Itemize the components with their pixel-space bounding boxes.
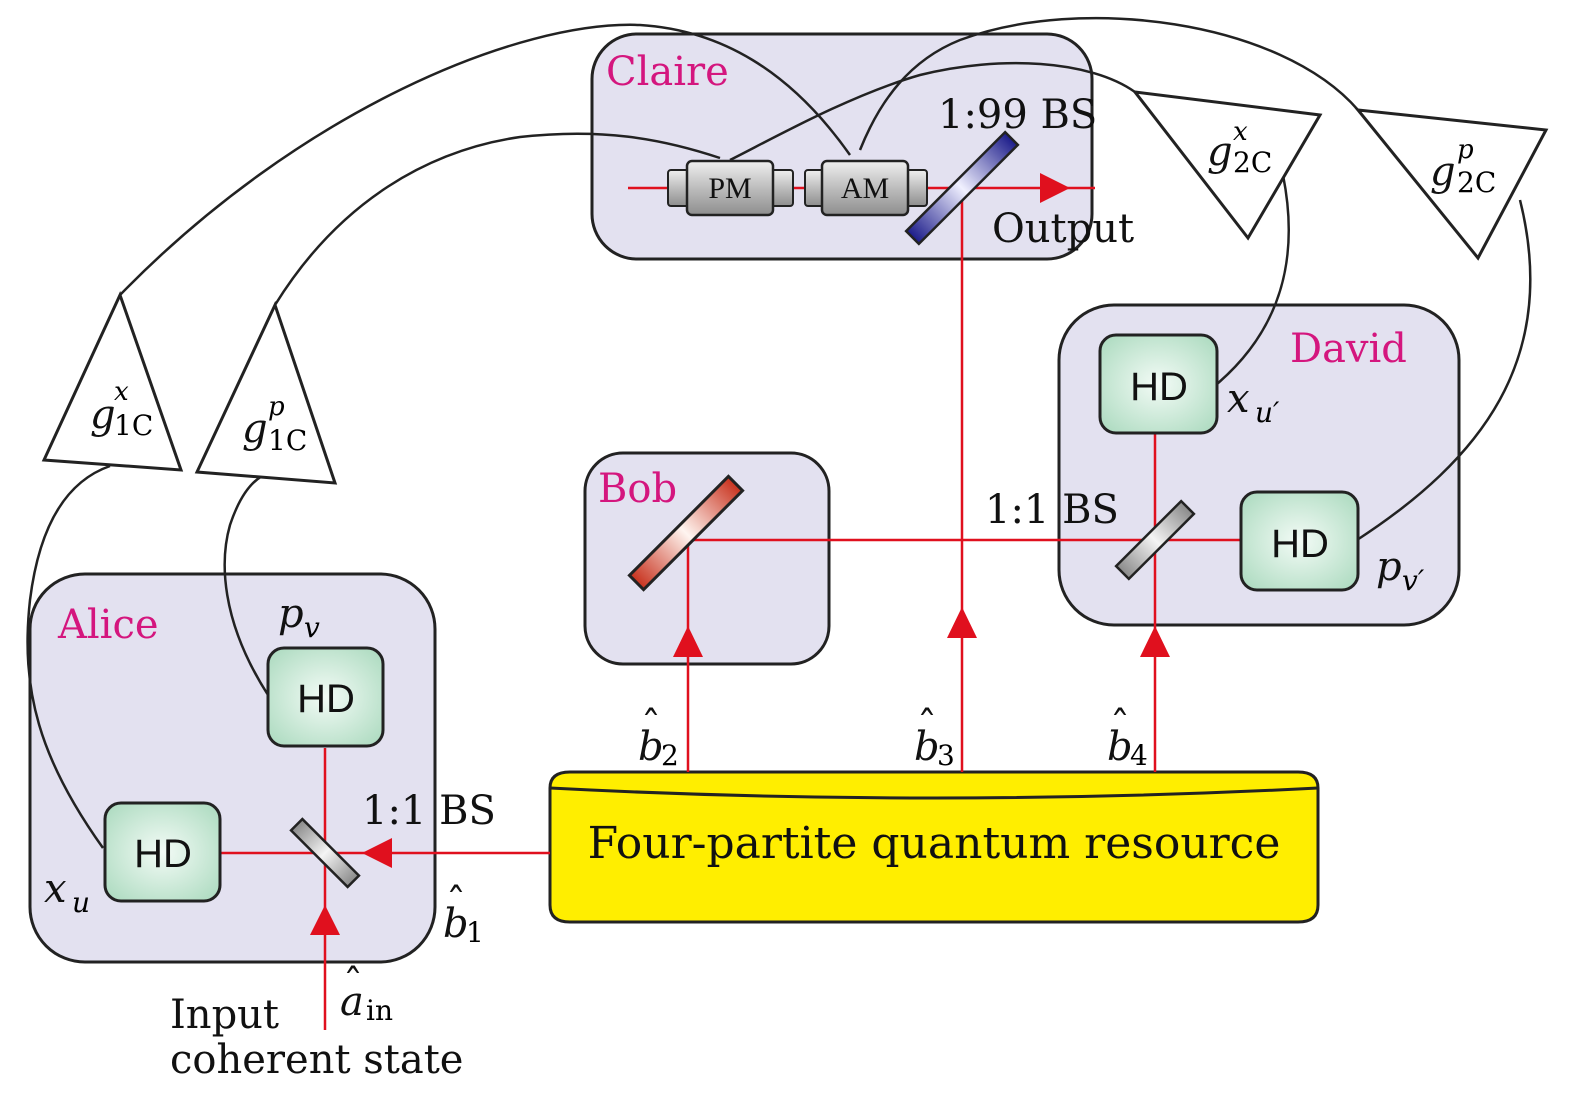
mode-b2: b ˆ 2 — [638, 704, 679, 772]
alice-hd-x: HD — [103, 801, 222, 903]
quad-x-u-sub: u — [72, 886, 90, 919]
gain-g2c-x: g x 2C — [1131, 90, 1323, 241]
david-hd-p-label: HD — [1271, 522, 1329, 566]
pm-label: PM — [708, 172, 751, 205]
mode-b3-symbol: b — [914, 724, 940, 770]
mode-b1-sub: 1 — [466, 916, 484, 949]
quad-p-v: p v — [278, 591, 320, 644]
gain-g1c-p: g p 1C — [194, 300, 338, 485]
gain-g1c-x-sup: x — [114, 377, 129, 407]
gain-g2c-p: g p 2C — [1354, 108, 1549, 261]
quad-p-v-sub: v — [304, 611, 320, 644]
david-hd-p: HD — [1239, 490, 1360, 592]
claire-bs-label: 1:99 BS — [938, 92, 1097, 138]
quad-x-u-symbol: x — [44, 866, 67, 912]
quad-x-u-prime-symbol: x — [1227, 376, 1250, 422]
beam-arrows — [310, 173, 1170, 935]
input-label-line1: Input — [170, 992, 279, 1038]
resource-label: Four-partite quantum resource — [588, 818, 1281, 869]
alice-hd-p-label: HD — [297, 677, 355, 721]
david-beamsplitter — [1114, 499, 1196, 581]
quad-x-u-prime: x u′ — [1227, 376, 1280, 429]
quad-x-u-prime-sub: u′ — [1255, 396, 1280, 429]
mode-b4: b ˆ 4 — [1107, 704, 1148, 772]
mode-b1: b ˆ 1 — [443, 881, 484, 949]
claire-beamsplitter — [904, 130, 1020, 246]
gain-g2c-x-sup: x — [1233, 117, 1248, 147]
bob-box — [583, 451, 831, 666]
input-label-line2: coherent state — [170, 1037, 463, 1083]
david-bs-label: 1:1 BS — [985, 487, 1119, 533]
mode-b2-symbol: b — [638, 724, 664, 770]
gain-g2c-p-sup: p — [1457, 135, 1474, 165]
feedforward-lines — [26, 16, 1532, 849]
gain-g2c-x-symbol: g — [1207, 129, 1233, 175]
alice-label: Alice — [57, 602, 159, 648]
david-hd-x: HD — [1098, 333, 1219, 435]
gain-g2c-p-symbol: g — [1430, 149, 1456, 195]
david-hd-x-label: HD — [1130, 365, 1188, 409]
four-partite-resource: Four-partite quantum resource — [548, 770, 1320, 924]
mode-b3-hat: ˆ — [917, 704, 937, 750]
mode-b2-sub: 2 — [661, 739, 679, 772]
alice-beamsplitter — [289, 817, 361, 889]
quad-p-v-prime-sub: v′ — [1402, 564, 1425, 597]
mode-b2-hat: ˆ — [641, 704, 661, 750]
mode-b4-symbol: b — [1107, 724, 1133, 770]
mode-a-in: a ˆ in — [340, 962, 393, 1027]
alice-hd-x-label: HD — [134, 832, 192, 876]
mode-b4-hat: ˆ — [1110, 704, 1130, 750]
am-label: AM — [841, 172, 889, 205]
gain-g1c-p-sub: 1C — [268, 424, 307, 457]
mode-a-sub: in — [366, 994, 393, 1027]
gain-g1c-x-sub: 1C — [114, 409, 153, 442]
quad-p-v-prime-symbol: p — [1376, 544, 1402, 590]
gain-g1c-p-symbol: g — [242, 406, 268, 452]
output-label: Output — [992, 206, 1134, 252]
quad-x-u: x u — [44, 866, 90, 919]
mode-b1-hat: ˆ — [446, 881, 466, 927]
alice-hd-p: HD — [266, 646, 385, 748]
amplitude-modulator: AM — [804, 159, 928, 217]
mode-b3-sub: 3 — [937, 739, 955, 772]
quad-p-v-prime: p v′ — [1376, 544, 1425, 597]
bob-mirror — [627, 474, 745, 592]
david-label: David — [1290, 326, 1407, 372]
alice-bs-label: 1:1 BS — [362, 788, 496, 834]
mode-b3: b ˆ 3 — [914, 704, 955, 772]
mode-a-hat: ˆ — [343, 962, 363, 1008]
gain-g1c-x: g x 1C — [41, 290, 184, 472]
mode-b4-sub: 4 — [1130, 739, 1148, 772]
mode-a-symbol: a — [340, 979, 364, 1025]
gain-g1c-p-sup: p — [268, 392, 285, 422]
gain-g2c-p-sub: 2C — [1457, 166, 1496, 199]
mode-b1-symbol: b — [443, 901, 469, 947]
phase-modulator: PM — [667, 159, 794, 217]
quad-p-v-symbol: p — [278, 591, 304, 637]
gain-g2c-x-sub: 2C — [1233, 146, 1272, 179]
bob-label: Bob — [598, 466, 677, 512]
gain-g1c-x-symbol: g — [90, 392, 116, 438]
claire-label: Claire — [606, 49, 729, 95]
